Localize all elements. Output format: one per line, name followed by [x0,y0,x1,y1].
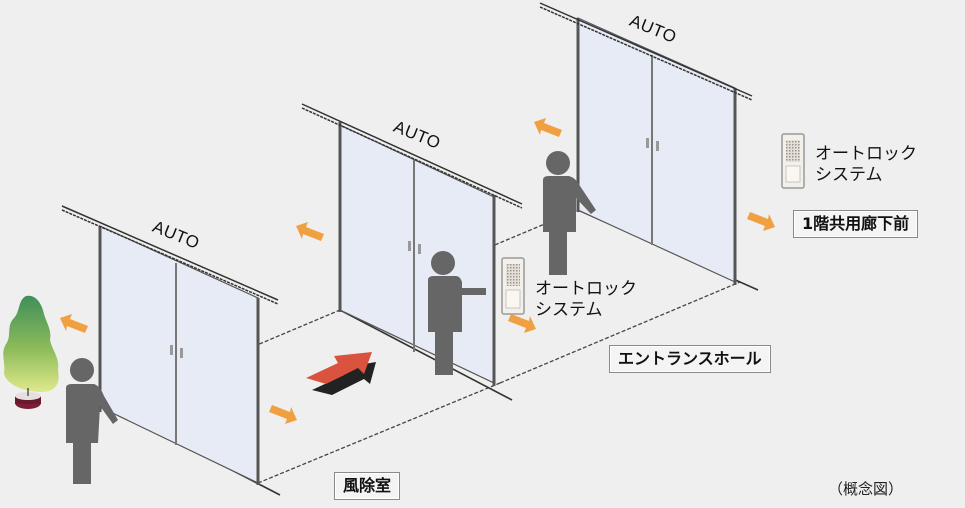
person-3-icon [543,151,596,275]
slide-arrow-icon [747,212,775,231]
windbreak-room-label: 風除室 [334,472,401,500]
plant-icon [3,295,59,409]
autolock-caption-1-line1: オートロック [535,279,637,299]
slide-arrow-icon [534,118,562,137]
door-2-glass [301,103,523,386]
autolock-caption-1: オートロック システム [535,279,637,322]
direction-arrow-icon [306,352,376,395]
slide-arrow-icon [296,222,324,241]
slide-arrow-icon [60,314,88,333]
entrance-hall-label: エントランスホール [609,345,771,373]
corridor-label: 1階共用廊下前 [793,210,919,238]
autolock-caption-2-line2: システム [815,165,883,186]
person-2-icon [428,251,486,375]
slide-arrow-icon [269,405,297,424]
slide-arrow-icon [508,314,536,333]
autolock-panel-2-icon [781,133,805,189]
autolock-caption-2: オートロック システム [815,144,917,187]
concept-note: （概念図） [828,480,904,498]
autolock-panel-1-icon [501,257,525,315]
autolock-caption-2-line1: オートロック [815,144,917,164]
door-3-glass [539,2,753,285]
autolock-caption-1-line2: システム [535,300,603,321]
door-1-glass [61,205,279,485]
person-1-icon [66,358,118,484]
